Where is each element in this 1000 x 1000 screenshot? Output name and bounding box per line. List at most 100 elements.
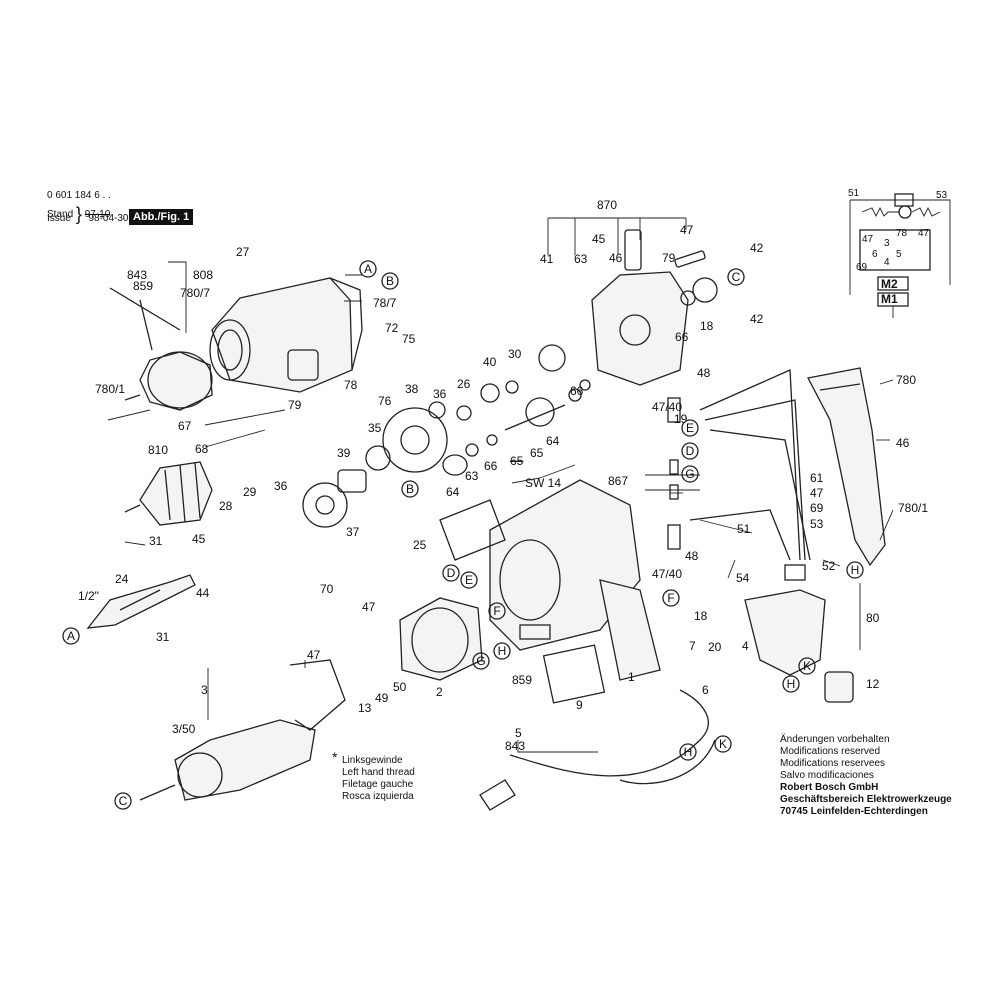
part-39: 44 (196, 586, 210, 600)
part-26: 26 (457, 377, 471, 391)
callout-F-right: F (662, 589, 680, 607)
part-49: 49 (375, 691, 389, 705)
svg-text:D: D (686, 444, 695, 458)
part-79: 780/1 (95, 382, 125, 396)
part-56-high: 63 (574, 252, 588, 266)
svg-text:6: 6 (872, 249, 878, 260)
part-70: 78 (344, 378, 358, 392)
gear-head-housing (209, 277, 363, 393)
callout-G-right: G (681, 465, 699, 483)
part-62: 66 (675, 330, 689, 344)
part-63: 67 (178, 419, 192, 433)
note-de: Änderungen vorbehalten (780, 734, 890, 745)
document-header: 0 601 184 6 . . Stand } 97-10 Issue 98-0… (47, 190, 129, 224)
callout-H-mid: H (493, 642, 511, 660)
svg-text:B: B (406, 482, 414, 496)
svg-text:69: 69 (856, 262, 868, 273)
part-3-50: 3/50 (172, 722, 196, 736)
figure-label: Abb./Fig. 1 (129, 209, 194, 225)
callout-letters: A B C B E D G D E F H G F H K H H K A C (62, 260, 864, 810)
part-9: 9 (576, 698, 583, 712)
legend-line-de: Linksgewinde (342, 755, 403, 766)
callout-H-switch: H (846, 561, 864, 579)
part-810: 867 (608, 474, 628, 488)
part-65: 69 (810, 501, 824, 515)
part-68: 75 (402, 332, 416, 346)
bearing-flange (591, 229, 718, 386)
part-55: 61 (810, 471, 824, 485)
left-hand-thread-legend: * Linksgewinde Left hand thread Filetage… (332, 750, 415, 803)
part-51: 51 (737, 522, 751, 536)
carbon-brushes (667, 397, 681, 550)
part-46: 46 (896, 436, 910, 450)
svg-text:A: A (67, 629, 75, 643)
part-47: 47 (810, 486, 824, 500)
document-number: 0 601 184 6 . . (47, 190, 111, 201)
callout-B-top: B (381, 272, 399, 290)
svg-text:H: H (684, 745, 693, 759)
part-808: 859 (512, 673, 532, 687)
part-72: 80 (866, 611, 880, 625)
part-25: 27 (236, 245, 250, 259)
part-38-bottom: 42 (750, 312, 764, 326)
part-36: 40 (483, 355, 497, 369)
rear-handle (807, 367, 886, 567)
part-78-7: 859 (133, 279, 153, 293)
part-44: 47 (307, 648, 321, 662)
legend-line-en: Left hand thread (342, 767, 415, 778)
note-es: Salvo modificaciones (780, 770, 874, 781)
svg-text:47: 47 (918, 228, 930, 239)
svg-text:5: 5 (896, 249, 902, 260)
part-35: 39 (337, 446, 351, 460)
note-fr: Modifications reservees (780, 758, 886, 769)
part-24: 24 (115, 572, 129, 586)
part-64: 68 (195, 442, 209, 456)
field-winding (399, 597, 483, 681)
part-1: 1 (628, 670, 635, 684)
svg-text:C: C (119, 794, 128, 808)
armature (139, 659, 346, 801)
part-4: 4 (742, 639, 749, 653)
part-61-low: 66 (484, 459, 498, 473)
svg-text:78: 78 (896, 228, 908, 239)
company-name: Robert Bosch GmbH (780, 782, 879, 793)
part-18: 18 (694, 609, 708, 623)
issue-label: Issue (47, 213, 71, 224)
part-28: 29 (243, 485, 257, 499)
part-805: 843 (505, 739, 525, 753)
part-47-40-top: 47/40 (652, 400, 682, 414)
part-48-low: 48 (685, 549, 699, 563)
part-58: 64 (546, 434, 560, 448)
part-45: 47 (362, 600, 376, 614)
part-780-7: 843 (127, 268, 147, 282)
callout-H-cord: H (679, 743, 697, 761)
leader-lines (107, 217, 894, 753)
svg-text:H: H (851, 563, 860, 577)
part-31: 35 (368, 421, 382, 435)
callout-D-right: D (681, 442, 699, 460)
part-53: 53 (810, 517, 824, 531)
callout-C-top: C (727, 268, 745, 286)
part-52: 52 (822, 559, 836, 573)
callout-B-mid: B (401, 480, 419, 498)
svg-text:K: K (719, 737, 727, 751)
part-57: 64 (446, 485, 460, 499)
svg-text:D: D (447, 566, 456, 580)
motor-housing (439, 479, 661, 681)
part-67: 72 (385, 321, 399, 335)
callout-E-right: E (681, 419, 699, 437)
part-2: 2 (436, 685, 443, 699)
part-1-2: 1/2" (78, 589, 99, 603)
part-859: SW 14 (525, 476, 561, 490)
part-30-top: 31 (149, 534, 163, 548)
company-division: Geschäftsbereich Elektrowerkzeuge (780, 794, 952, 805)
svg-text:B: B (386, 274, 394, 288)
part-3: 3 (201, 683, 208, 697)
part-13: 13 (358, 701, 372, 715)
part-20: 25 (413, 538, 427, 552)
callout-E-mid: E (460, 571, 478, 589)
part-60: 65 (510, 454, 524, 468)
manufacturer-notes: Änderungen vorbehalten Modifications res… (780, 734, 952, 818)
part-5: 5 (515, 726, 522, 740)
part-76: 780/1 (898, 501, 928, 515)
